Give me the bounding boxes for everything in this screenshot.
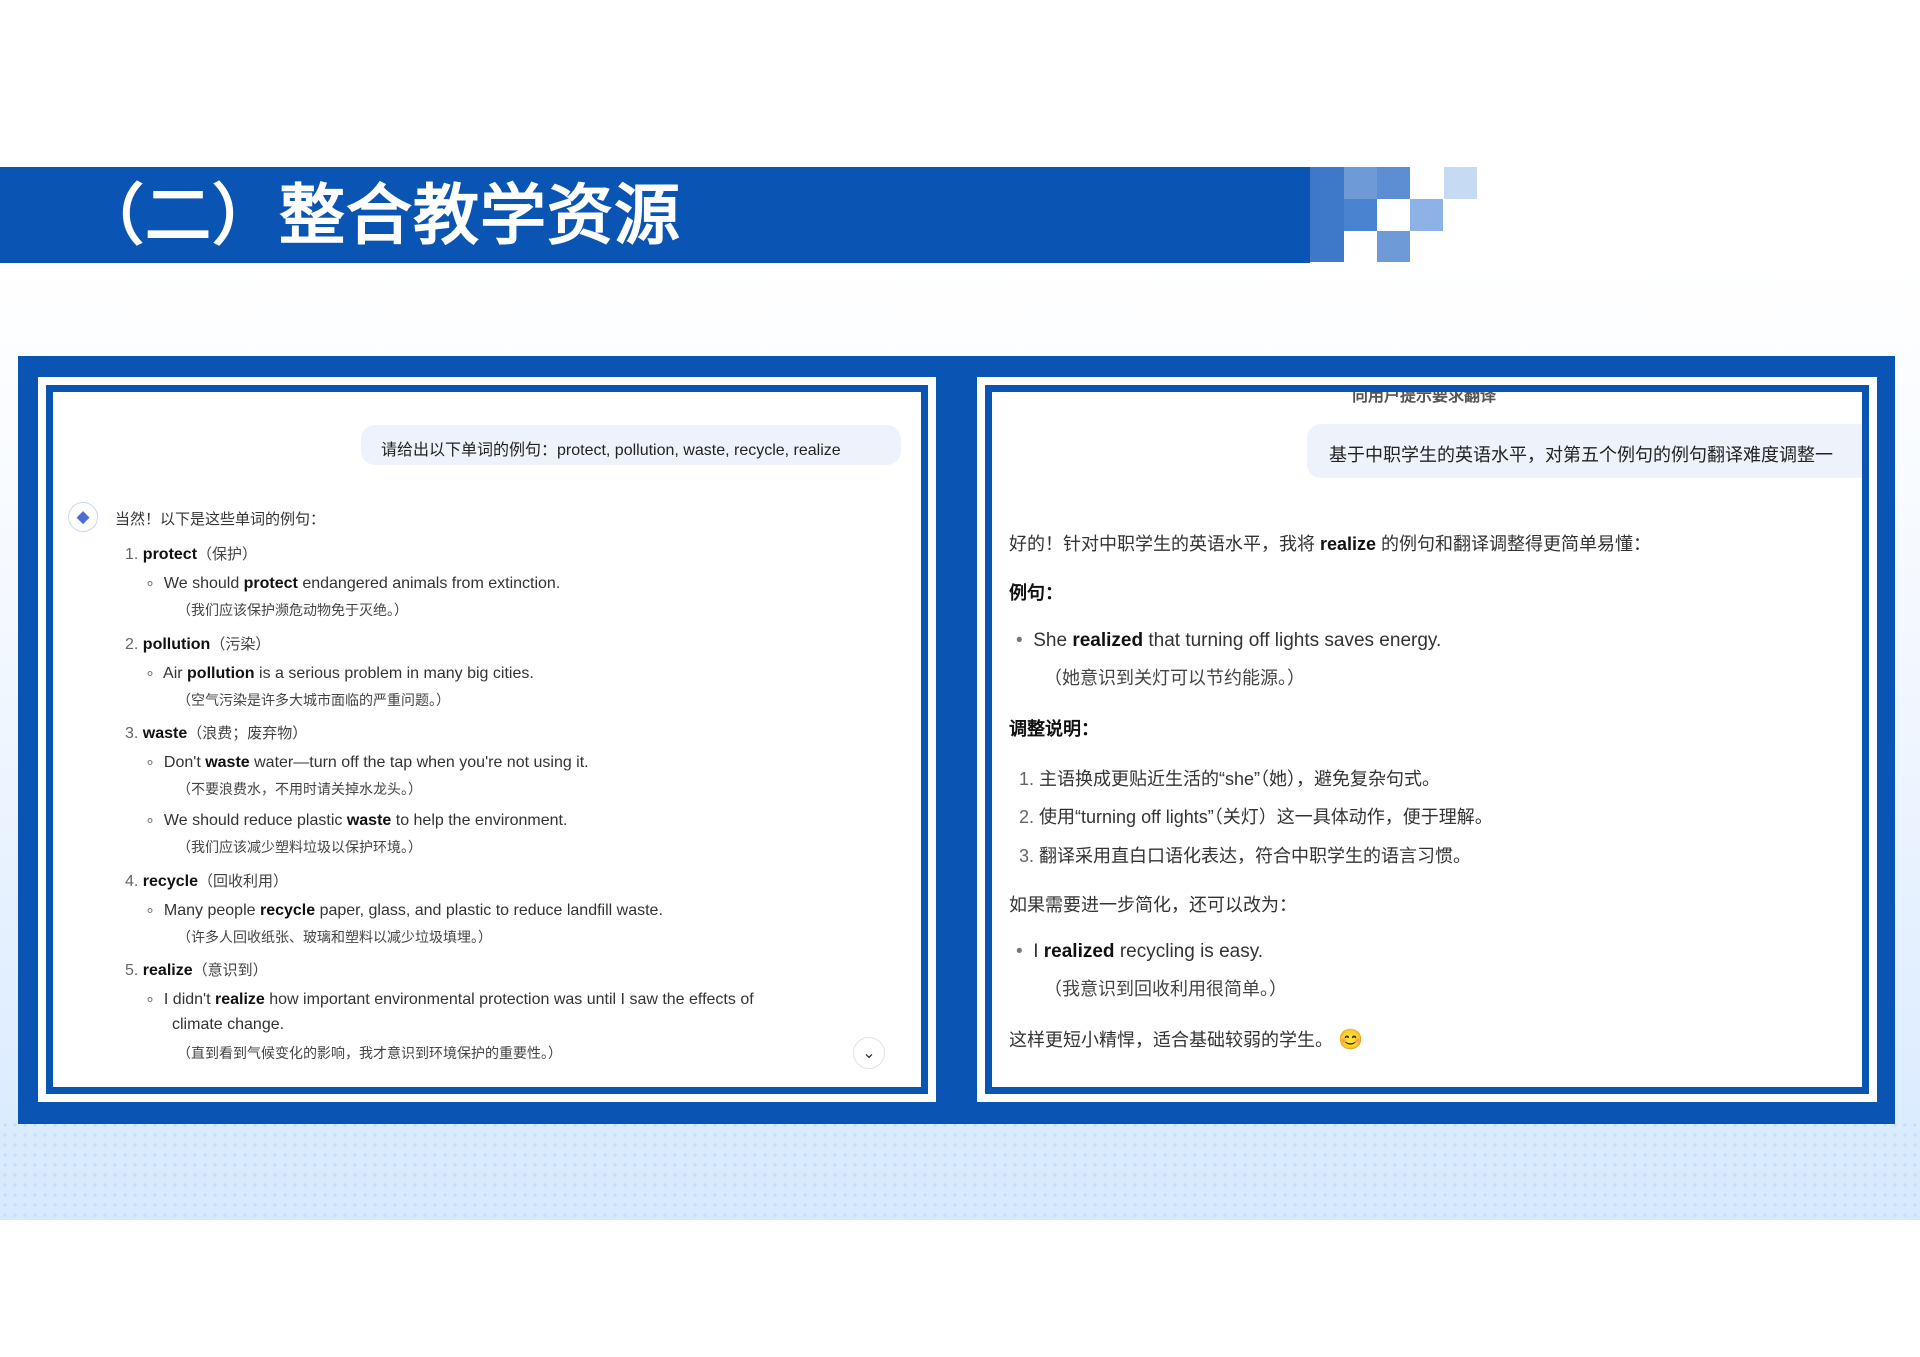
example-translation: （她意识到关灯可以节约能源。） xyxy=(1044,668,1305,688)
user-prompt-bubble xyxy=(1307,424,1862,478)
item-number: 3. xyxy=(125,725,139,742)
smile-emoji-icon: 😊 xyxy=(1338,1029,1363,1051)
closing-text: 这样更短小精悍，适合基础较弱的学生。 😊 xyxy=(1009,1029,1363,1051)
item-number: 4. xyxy=(125,873,139,890)
item-meaning: （保护） xyxy=(197,546,258,563)
example-translation: （我们应该保护濒危动物免于灭绝。） xyxy=(177,602,408,618)
item-word: waste xyxy=(142,725,188,742)
example-sentence: ∘ Many people recycle paper, glass, and … xyxy=(145,902,663,919)
example-translation: （空气污染是许多大城市面临的严重问题。） xyxy=(177,692,450,708)
cut-off-top-text: 向用户提示要求翻译 xyxy=(1352,388,1497,405)
slide-title: （二）整合教学资源 xyxy=(78,177,681,254)
item-number: 5. xyxy=(125,962,139,979)
simplify-intro: 如果需要进一步简化，还可以改为： xyxy=(1009,895,1297,915)
item-number: 2. xyxy=(125,636,139,653)
notes-heading: 调整说明： xyxy=(1009,719,1099,739)
chevron-down-icon[interactable]: ⌄ xyxy=(853,1037,885,1069)
example-sentence: • She realized that turning off lights s… xyxy=(1016,630,1442,651)
user-prompt-text: 请给出以下单词的例句：protect, pollution, waste, re… xyxy=(381,442,841,459)
item-word: pollution xyxy=(142,636,211,653)
item-word: protect xyxy=(142,546,198,563)
list-item: 4. recycle（回收利用） xyxy=(125,870,288,891)
assistant-intro: 当然！以下是这些单词的例句： xyxy=(115,511,326,528)
example-translation: （直到看到气候变化的影响，我才意识到环境保护的重要性。） xyxy=(177,1045,562,1061)
item-number: 1. xyxy=(125,546,139,563)
example-translation: （我们应该减少塑料垃圾以保护环境。） xyxy=(177,839,422,855)
note-item: 2. 使用“turning off lights”（关灯）这一具体动作，便于理解… xyxy=(1019,807,1493,827)
item-word: recycle xyxy=(142,873,198,890)
item-meaning: （回收利用） xyxy=(197,873,288,890)
item-meaning: （浪费；废弃物） xyxy=(187,725,308,742)
title-bar xyxy=(0,167,1310,263)
example-heading: 例句： xyxy=(1009,583,1063,603)
example-translation: （不要浪费水，不用时请关掉水龙头。） xyxy=(177,781,422,797)
item-meaning: （污染） xyxy=(210,636,271,653)
example-sentence-continued: climate change. xyxy=(172,1016,285,1033)
note-item: 1. 主语换成更贴近生活的“she”（她），避免复杂句式。 xyxy=(1019,769,1441,789)
example-sentence: ∘ We should protect endangered animals f… xyxy=(145,575,561,592)
example-sentence: ∘ I didn't realize how important environ… xyxy=(145,991,754,1008)
list-item: 5. realize（意识到） xyxy=(125,959,268,980)
user-prompt-bubble xyxy=(361,425,901,465)
simple-example-sentence: • I realized recycling is easy. xyxy=(1016,941,1264,962)
note-item: 3. 翻译采用直白口语化表达，符合中职学生的语言习惯。 xyxy=(1019,846,1472,866)
dot-pattern xyxy=(0,1120,1920,1220)
left-chat-screenshot: 请给出以下单词的例句：protect, pollution, waste, re… xyxy=(46,385,928,1094)
example-translation: （许多人回收纸张、玻璃和塑料以减少垃圾填埋。） xyxy=(177,929,492,945)
simple-example-translation: （我意识到回收利用很简单。） xyxy=(1044,979,1287,999)
right-chat-screenshot: 向用户提示要求翻译 基于中职学生的英语水平，对第五个例句的例句翻译难度调整一 好… xyxy=(985,385,1869,1094)
user-prompt-text: 基于中职学生的英语水平，对第五个例句的例句翻译难度调整一 xyxy=(1329,445,1833,465)
item-meaning: （意识到） xyxy=(192,962,268,979)
example-sentence: ∘ We should reduce plastic waste to help… xyxy=(145,812,568,829)
list-item: 3. waste（浪费；废弃物） xyxy=(125,722,307,743)
assistant-response: 好的！针对中职学生的英语水平，我将 realize 的例句和翻译调整得更简单易懂… xyxy=(1009,534,1652,554)
list-item: 1. protect（保护） xyxy=(125,543,257,564)
example-sentence: ∘ Don't waste water—turn off the tap whe… xyxy=(145,754,589,771)
example-sentence: ∘ Air pollution is a serious problem in … xyxy=(145,665,534,682)
whale-logo-icon: ◆ xyxy=(68,502,98,532)
item-word: realize xyxy=(142,962,193,979)
list-item: 2. pollution（污染） xyxy=(125,633,270,654)
